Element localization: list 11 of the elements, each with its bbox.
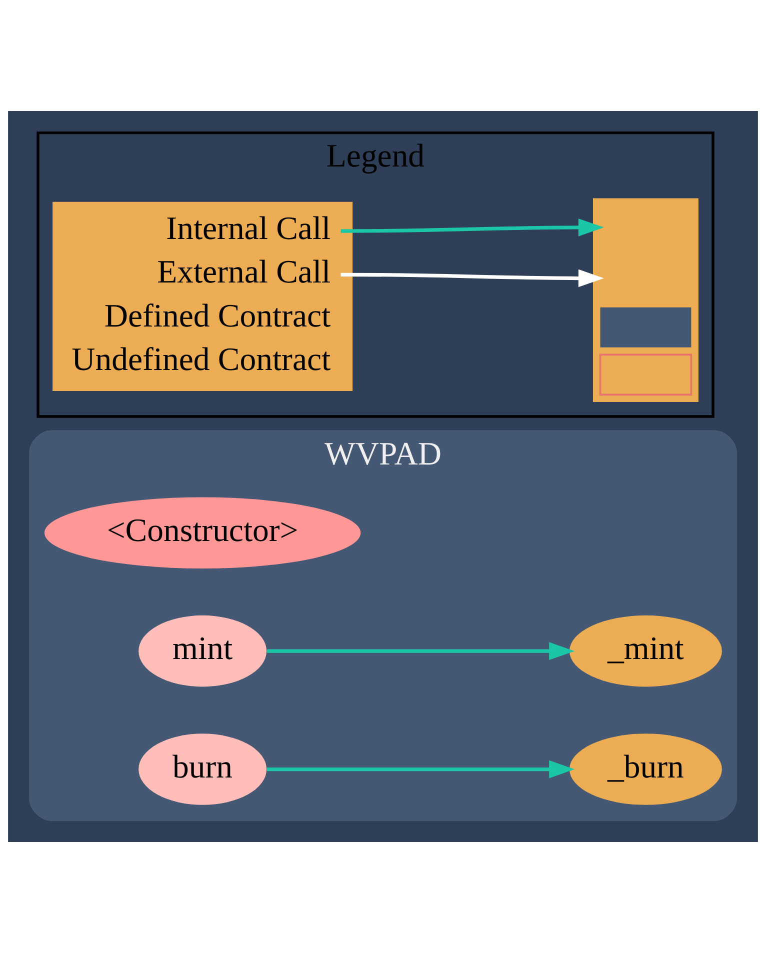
node-ellipse: _burn [569,734,722,805]
node-ellipse: burn [138,734,267,805]
arrow [340,218,604,236]
node-ellipse: <Constructor> [44,497,361,568]
arrow [266,760,575,778]
arrow [340,269,604,288]
arrow [266,642,575,660]
node-ellipse: _mint [569,615,722,687]
node-box [592,198,698,402]
node-box: Internal Call External Call Defined Contract Undefined Contract [52,202,353,392]
node-ellipse: mint [138,615,267,687]
